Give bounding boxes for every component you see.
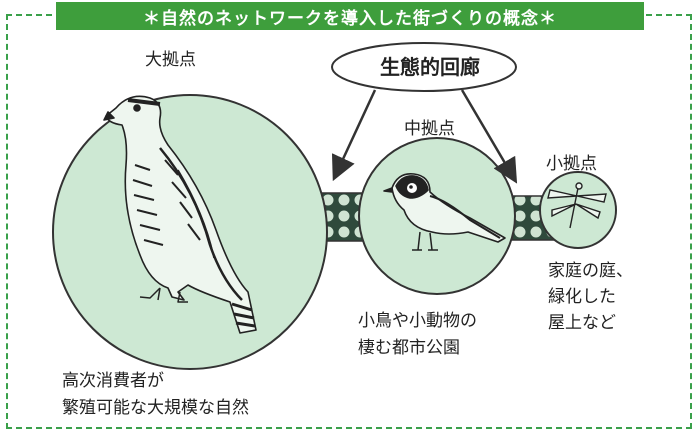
corridor-label: 生態的回廊 xyxy=(380,55,480,79)
arrow-right xyxy=(460,89,518,184)
small-node-label: 小拠点 xyxy=(546,154,597,174)
medium-node-description: 小鳥や小動物の 棲む都市公園 xyxy=(358,311,477,358)
large-node-description: 高次消費者が 繁殖可能な大規模な自然 xyxy=(62,371,249,418)
title-banner: ＊自然のネットワークを導入した街づくりの概念＊ xyxy=(56,2,644,30)
small-node-circle xyxy=(539,171,617,249)
title-text: ＊自然のネットワークを導入した街づくりの概念＊ xyxy=(143,8,557,29)
medium-node-label: 中拠点 xyxy=(404,119,455,139)
small-node-description: 家庭の庭、 緑化した 屋上など xyxy=(548,261,633,333)
hawk-icon xyxy=(103,95,257,334)
bird-icon xyxy=(383,172,506,251)
dragonfly-icon xyxy=(547,182,607,229)
arrow-left xyxy=(331,89,377,182)
large-node-label: 大拠点 xyxy=(145,50,196,70)
corridor-label-oval xyxy=(331,42,517,92)
